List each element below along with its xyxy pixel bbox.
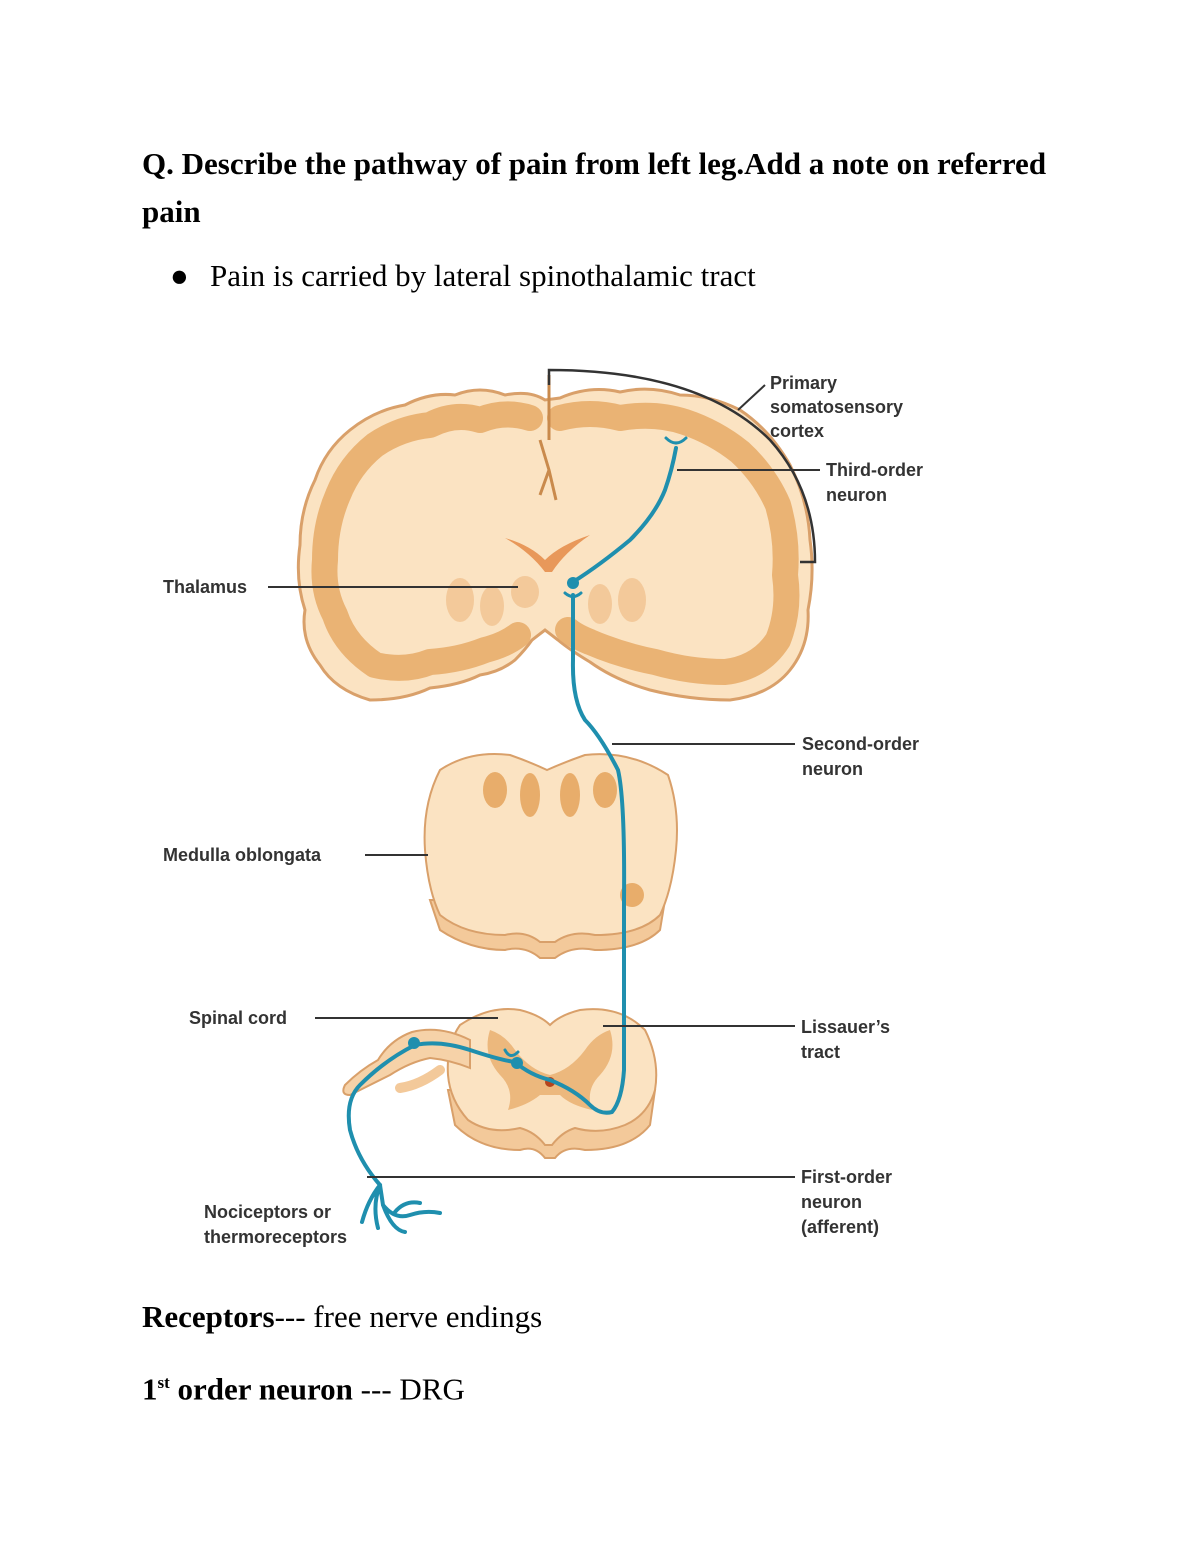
- label-second-2: neuron: [802, 759, 863, 779]
- label-lissauer-2: tract: [801, 1042, 840, 1062]
- first-order-separator: ---: [352, 1371, 392, 1407]
- axon-terminals: [503, 436, 688, 1057]
- receptors-separator: ---: [274, 1299, 306, 1334]
- thalamus-region: [446, 576, 646, 626]
- receptors-line: Receptors--- free nerve endings: [142, 1297, 542, 1337]
- label-first-2: neuron: [801, 1192, 862, 1212]
- third-order-neuron-path: [571, 446, 678, 584]
- spinal-nerve: [395, 1065, 445, 1093]
- label-third-2: neuron: [826, 485, 887, 505]
- label-nociceptors-2: thermoreceptors: [204, 1227, 347, 1247]
- first-order-suffix: st: [157, 1373, 170, 1392]
- label-second-1: Second-order: [802, 734, 919, 754]
- label-medulla: Medulla oblongata: [163, 845, 322, 865]
- label-lissauer-1: Lissauer’s: [801, 1017, 890, 1037]
- medulla-outline: [423, 753, 678, 943]
- spinal-cord-section: [342, 1008, 658, 1159]
- first-order-line: 1st order neuron --- DRG: [142, 1363, 465, 1409]
- nociceptor-endings: [360, 1183, 442, 1234]
- medulla-section: [423, 753, 678, 959]
- synapse-markers: [408, 577, 579, 1069]
- first-order-value: DRG: [391, 1371, 465, 1407]
- label-third-1: Third-order: [826, 460, 923, 480]
- cortex-gyri-right: [547, 401, 800, 685]
- receptors-term: Receptors: [142, 1299, 275, 1334]
- bullet-text: Pain is carried by lateral spinothalamic…: [210, 258, 756, 293]
- first-order-neuron-path: [346, 1041, 517, 1187]
- dorsal-root-ganglion: [342, 1028, 471, 1097]
- pain-pathway-figure: Primary somatosensory cortex Third-order…: [0, 350, 1200, 1260]
- third-order-cell-body: [567, 577, 579, 589]
- bullet-item: ● Pain is carried by lateral spinothalami…: [170, 256, 756, 296]
- pain-pathway-diagram: Primary somatosensory cortex Third-order…: [163, 368, 923, 1247]
- label-primary-1: Primary: [770, 373, 837, 393]
- first-order-term: order neuron: [169, 1371, 353, 1407]
- cortex-gyri: [311, 401, 543, 681]
- label-first-3: (afferent): [801, 1217, 879, 1237]
- brain-section: [296, 375, 814, 702]
- receptors-value: free nerve endings: [305, 1299, 543, 1334]
- midline-fissure: [538, 375, 558, 501]
- second-order-neuron-path: [513, 593, 627, 1115]
- second-order-cell-body: [511, 1057, 523, 1069]
- first-order-cell-body: [408, 1037, 420, 1049]
- label-thalamus: Thalamus: [163, 577, 247, 597]
- leader-lines: [268, 384, 820, 1178]
- ventricle: [505, 535, 590, 572]
- label-nociceptors-1: Nociceptors or: [204, 1202, 331, 1222]
- neuron-pathway: [346, 446, 678, 1234]
- first-order-number: 1: [142, 1371, 158, 1407]
- bullet-dot-icon: ●: [170, 258, 189, 293]
- question-heading: Q. Describe the pathway of pain from lef…: [142, 146, 1047, 229]
- label-primary-2: somatosensory: [770, 397, 903, 417]
- cortex-bracket: [547, 368, 817, 564]
- label-spinal-cord: Spinal cord: [189, 1008, 287, 1028]
- label-primary-3: cortex: [770, 421, 824, 441]
- label-first-1: First-order: [801, 1167, 892, 1187]
- figure-labels: Primary somatosensory cortex Third-order…: [163, 373, 923, 1247]
- spinal-grey-matter: [487, 1030, 613, 1110]
